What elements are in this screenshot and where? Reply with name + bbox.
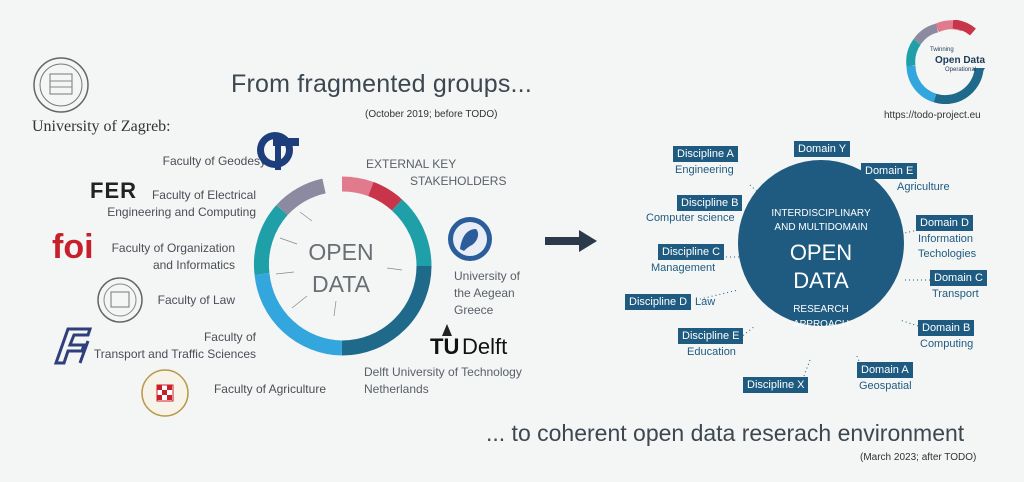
text-discipline-b: Computer science xyxy=(646,212,735,224)
text-domain-e: Agriculture xyxy=(897,181,950,193)
logo-line2: Open Data xyxy=(935,55,986,66)
aegean-line3: Greece xyxy=(454,303,494,317)
text-domain-b: Computing xyxy=(920,338,974,350)
faculty-fer-label-2: Engineering and Computing xyxy=(107,205,256,219)
tag-domain-y: Domain Y xyxy=(794,141,851,157)
external-line2: STAKEHOLDERS xyxy=(410,174,507,188)
faculty-law-label: Faculty of Law xyxy=(157,293,235,307)
faculty-geodesy-label: Faculty of Geodesy xyxy=(162,154,266,168)
tag-domain-b: Domain B xyxy=(918,320,975,336)
open-data-ring xyxy=(253,176,432,356)
right-circle-line6: APPROACH xyxy=(792,319,850,330)
ring-segment-teal-right xyxy=(391,199,432,267)
tag-domain-e: Domain E xyxy=(861,163,918,179)
delft-logo-delft: Delft xyxy=(462,334,508,359)
right-circle-line1: INTERDISCIPLINARY xyxy=(771,208,871,219)
left-circle-line2: DATA xyxy=(312,271,370,297)
text-domain-c: Transport xyxy=(932,288,979,300)
tag-discipline-e: Discipline E xyxy=(678,328,744,344)
aegean-line1: University of xyxy=(454,269,521,283)
faculty-transport-label-2: Transport and Traffic Sciences xyxy=(93,347,256,361)
ring-segment-dark xyxy=(341,265,432,356)
faculty-foi-label-1: Faculty of Organization xyxy=(111,241,235,255)
university-seal-icon xyxy=(33,57,89,113)
right-circle-line2: AND MULTIDOMAIN xyxy=(774,222,868,233)
faculty-transport-label-1: Faculty of xyxy=(203,330,256,344)
aegean-logo-icon xyxy=(448,217,492,261)
faculty-agriculture-label: Faculty of Agriculture xyxy=(213,382,326,396)
logo-line3: Operational xyxy=(945,67,977,73)
foi-logo: foi xyxy=(52,228,94,266)
delft-line1: Delft University of Technology xyxy=(364,365,522,379)
text-discipline-c: Management xyxy=(651,262,716,274)
ring-segment-teal-left xyxy=(253,205,288,275)
delft-logo-tu: TU xyxy=(430,334,460,359)
right-circle-line4: DATA xyxy=(793,268,849,293)
tag-domain-a: Domain A xyxy=(857,362,913,378)
page-title: From fragmented groups... xyxy=(231,70,532,98)
tag-discipline-c: Discipline C xyxy=(658,244,725,260)
text-domain-d-1: Information xyxy=(918,233,974,245)
tag-discipline-d: Discipline D xyxy=(625,294,692,310)
tag-discipline-a: Discipline A xyxy=(673,146,738,162)
delft-line2: Netherlands xyxy=(364,382,429,396)
project-url[interactable]: https://todo-project.eu xyxy=(884,110,981,121)
text-discipline-a: Engineering xyxy=(675,164,734,176)
fer-logo: FER xyxy=(90,178,137,203)
ring-segment-light-blue xyxy=(254,273,343,356)
law-seal-icon xyxy=(97,277,143,323)
tag-domain-c: Domain C xyxy=(930,270,987,286)
page-subtitle: (October 2019; before TODO) xyxy=(365,109,498,120)
transport-logo-icon xyxy=(53,327,93,365)
right-circle-line3: OPEN xyxy=(789,240,853,265)
footer-subtitle: (March 2023; after TODO) xyxy=(860,452,977,463)
footer-title: ... to coherent open data reserach envir… xyxy=(486,420,965,446)
geodesy-logo-icon xyxy=(257,132,299,170)
university-name: University of Zagreb: xyxy=(32,118,171,135)
arrow-right-icon xyxy=(545,230,597,252)
tag-discipline-b: Discipline B xyxy=(677,195,743,211)
text-domain-a: Geospatial xyxy=(859,380,912,392)
text-discipline-e: Education xyxy=(687,346,736,358)
agriculture-seal-icon xyxy=(141,369,189,417)
text-discipline-d: Law xyxy=(695,296,716,308)
right-big-circle xyxy=(738,160,904,326)
tag-domain-d: Domain D xyxy=(916,215,973,231)
logo-line1: Twinning xyxy=(930,47,954,53)
aegean-line2: the Aegean xyxy=(454,286,515,300)
delft-flame-icon xyxy=(442,324,452,336)
ring-segment-grey xyxy=(276,178,326,216)
left-circle-line1: OPEN xyxy=(308,239,374,265)
todo-logo-icon xyxy=(906,20,985,104)
ring-segment-red xyxy=(368,181,403,211)
text-domain-d-2: Techologies xyxy=(918,248,977,260)
tag-discipline-x: Discipline X xyxy=(743,377,809,393)
external-line1: EXTERNAL KEY xyxy=(366,157,457,171)
faculty-fer-label-1: Faculty of Electrical xyxy=(151,188,256,202)
faculty-foi-label-2: and Informatics xyxy=(152,258,235,272)
right-circle-line5: RESEARCH xyxy=(793,304,849,315)
